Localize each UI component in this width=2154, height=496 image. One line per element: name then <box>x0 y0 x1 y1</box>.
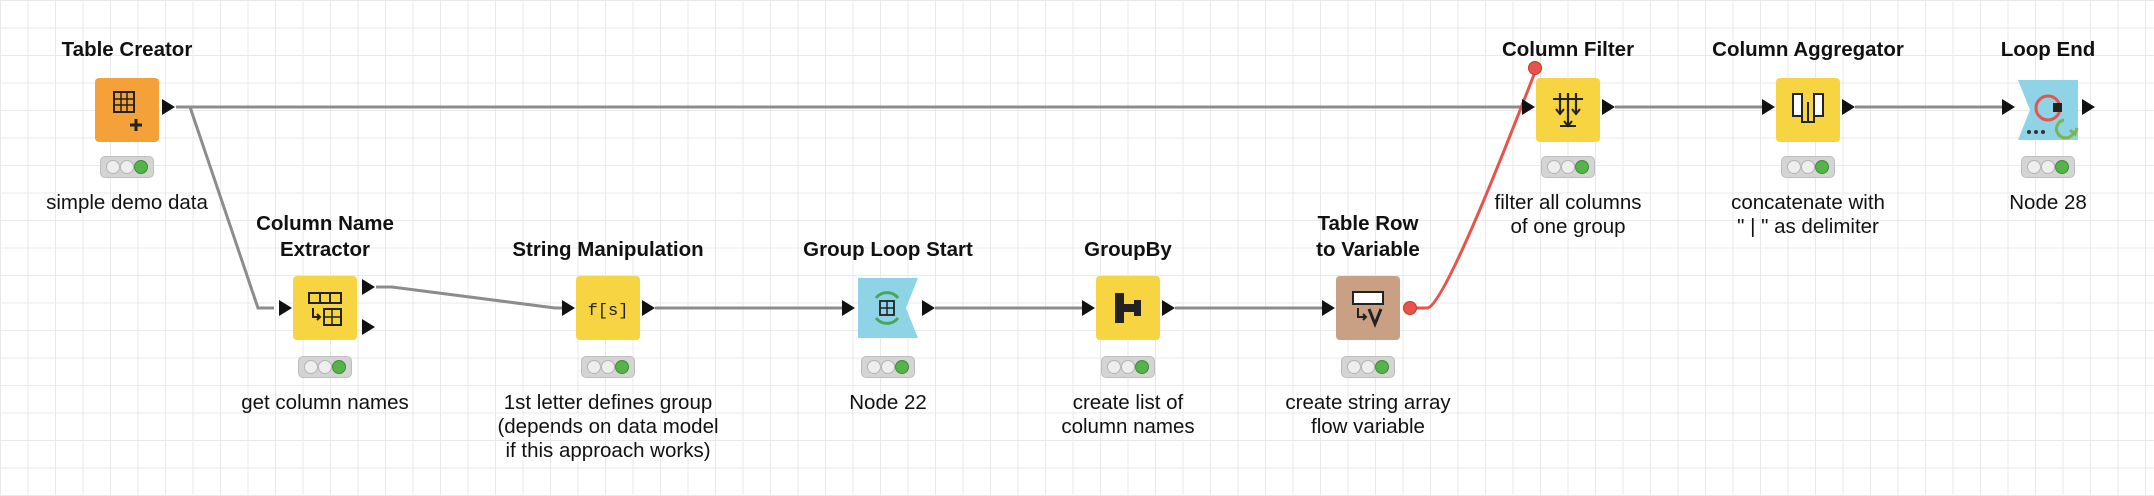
variable-connection-table-row-to-column-filter[interactable] <box>1415 71 1537 310</box>
status-light-green <box>332 360 346 374</box>
status-light-red <box>106 160 120 174</box>
loop-end-icon[interactable] <box>2016 78 2080 142</box>
group-loop-start-icon[interactable] <box>856 276 920 340</box>
node-annotation[interactable]: Node 22 <box>849 391 927 414</box>
status-light-green <box>615 360 629 374</box>
status-light-red <box>587 360 601 374</box>
status-traffic-light <box>100 156 154 178</box>
node-annotation-line-1[interactable]: filter all columns <box>1494 191 1642 214</box>
output-port-1[interactable] <box>362 279 375 295</box>
status-light-red <box>2027 160 2041 174</box>
status-traffic-light <box>1101 356 1155 378</box>
input-port[interactable] <box>562 300 575 316</box>
status-light-yellow <box>1561 160 1575 174</box>
input-port[interactable] <box>279 300 292 316</box>
node-title[interactable]: Column Filter <box>1501 38 1635 61</box>
column-name-extractor-icon[interactable] <box>293 276 357 340</box>
string-manipulation-icon-label: f[s] <box>588 302 629 321</box>
status-light-green <box>134 160 148 174</box>
column-aggregator-icon[interactable] <box>1776 78 1840 142</box>
status-light-red <box>867 360 881 374</box>
node-annotation-line-3[interactable]: if this approach works) <box>505 439 711 462</box>
status-light-yellow <box>2041 160 2055 174</box>
status-light-yellow <box>120 160 134 174</box>
table-row-to-variable-icon[interactable] <box>1336 276 1400 340</box>
status-light-yellow <box>318 360 332 374</box>
node-annotation-line-1[interactable]: 1st letter defines group <box>503 391 713 414</box>
node-title[interactable]: Group Loop Start <box>803 238 973 261</box>
status-light-red <box>1107 360 1121 374</box>
output-port[interactable] <box>1162 300 1175 316</box>
status-light-red <box>1787 160 1801 174</box>
status-light-yellow <box>601 360 615 374</box>
node-annotation-line-2[interactable]: " | " as delimiter <box>1737 215 1879 238</box>
node-title-line-1[interactable]: Table Row <box>1317 212 1419 235</box>
node-annotation[interactable]: simple demo data <box>46 191 208 214</box>
node-annotation-line-2[interactable]: flow variable <box>1311 415 1425 438</box>
node-title[interactable]: String Manipulation <box>512 238 704 261</box>
flow-variable-output-port[interactable] <box>1403 301 1417 315</box>
status-light-red <box>1347 360 1361 374</box>
status-traffic-light <box>1341 356 1395 378</box>
status-light-red <box>1547 160 1561 174</box>
status-light-yellow <box>1121 360 1135 374</box>
node-title[interactable]: Table Creator <box>61 38 193 61</box>
node-title[interactable]: Column Aggregator <box>1712 38 1904 61</box>
string-manipulation-icon[interactable]: f[s] <box>576 276 640 340</box>
node-title-line-2[interactable]: to Variable <box>1316 238 1420 261</box>
node-annotation[interactable]: Node 28 <box>2009 191 2087 214</box>
node-annotation-line-2[interactable]: (depends on data model <box>497 415 719 438</box>
node-title[interactable]: GroupBy <box>1084 238 1172 261</box>
status-light-green <box>895 360 909 374</box>
status-traffic-light <box>1541 156 1595 178</box>
node-title-line-1[interactable]: Column Name <box>256 212 394 235</box>
status-light-yellow <box>1361 360 1375 374</box>
status-traffic-light <box>861 356 915 378</box>
status-traffic-light <box>2021 156 2075 178</box>
node-annotation-line-2[interactable]: of one group <box>1510 215 1626 238</box>
node-annotation-line-1[interactable]: create list of <box>1072 391 1184 414</box>
status-light-green <box>1575 160 1589 174</box>
output-port[interactable] <box>642 300 655 316</box>
output-port[interactable] <box>162 99 175 115</box>
status-light-green <box>1135 360 1149 374</box>
status-light-yellow <box>881 360 895 374</box>
node-title-line-2[interactable]: Extractor <box>279 238 370 261</box>
connection-table-creator-to-column-name-extractor[interactable] <box>176 105 274 310</box>
status-traffic-light <box>1781 156 1835 178</box>
input-port[interactable] <box>1762 99 1775 115</box>
node-title[interactable]: Loop End <box>2000 38 2096 61</box>
input-port[interactable] <box>2002 99 2015 115</box>
input-port[interactable] <box>842 300 855 316</box>
output-port-2[interactable] <box>362 319 375 335</box>
output-port[interactable] <box>922 300 935 316</box>
input-port[interactable] <box>1082 300 1095 316</box>
column-filter-icon[interactable] <box>1536 78 1600 142</box>
output-port[interactable] <box>1602 99 1615 115</box>
status-light-yellow <box>1801 160 1815 174</box>
status-light-green <box>1375 360 1389 374</box>
flow-variable-input-port[interactable] <box>1528 61 1542 75</box>
output-port[interactable] <box>2082 99 2095 115</box>
input-port[interactable] <box>1522 99 1535 115</box>
status-light-red <box>304 360 318 374</box>
status-light-green <box>1815 160 1829 174</box>
status-traffic-light <box>581 356 635 378</box>
node-annotation-line-1[interactable]: concatenate with <box>1731 191 1885 214</box>
status-light-green <box>2055 160 2069 174</box>
groupby-icon[interactable] <box>1096 276 1160 340</box>
node-annotation[interactable]: get column names <box>241 391 409 414</box>
node-annotation-line-2[interactable]: column names <box>1061 415 1195 438</box>
connection-extractor-to-string-manipulation[interactable] <box>376 285 562 310</box>
input-port[interactable] <box>1322 300 1335 316</box>
output-port[interactable] <box>1842 99 1855 115</box>
status-traffic-light <box>298 356 352 378</box>
table-creator-icon[interactable] <box>95 78 159 142</box>
node-annotation-line-1[interactable]: create string array <box>1285 391 1451 414</box>
